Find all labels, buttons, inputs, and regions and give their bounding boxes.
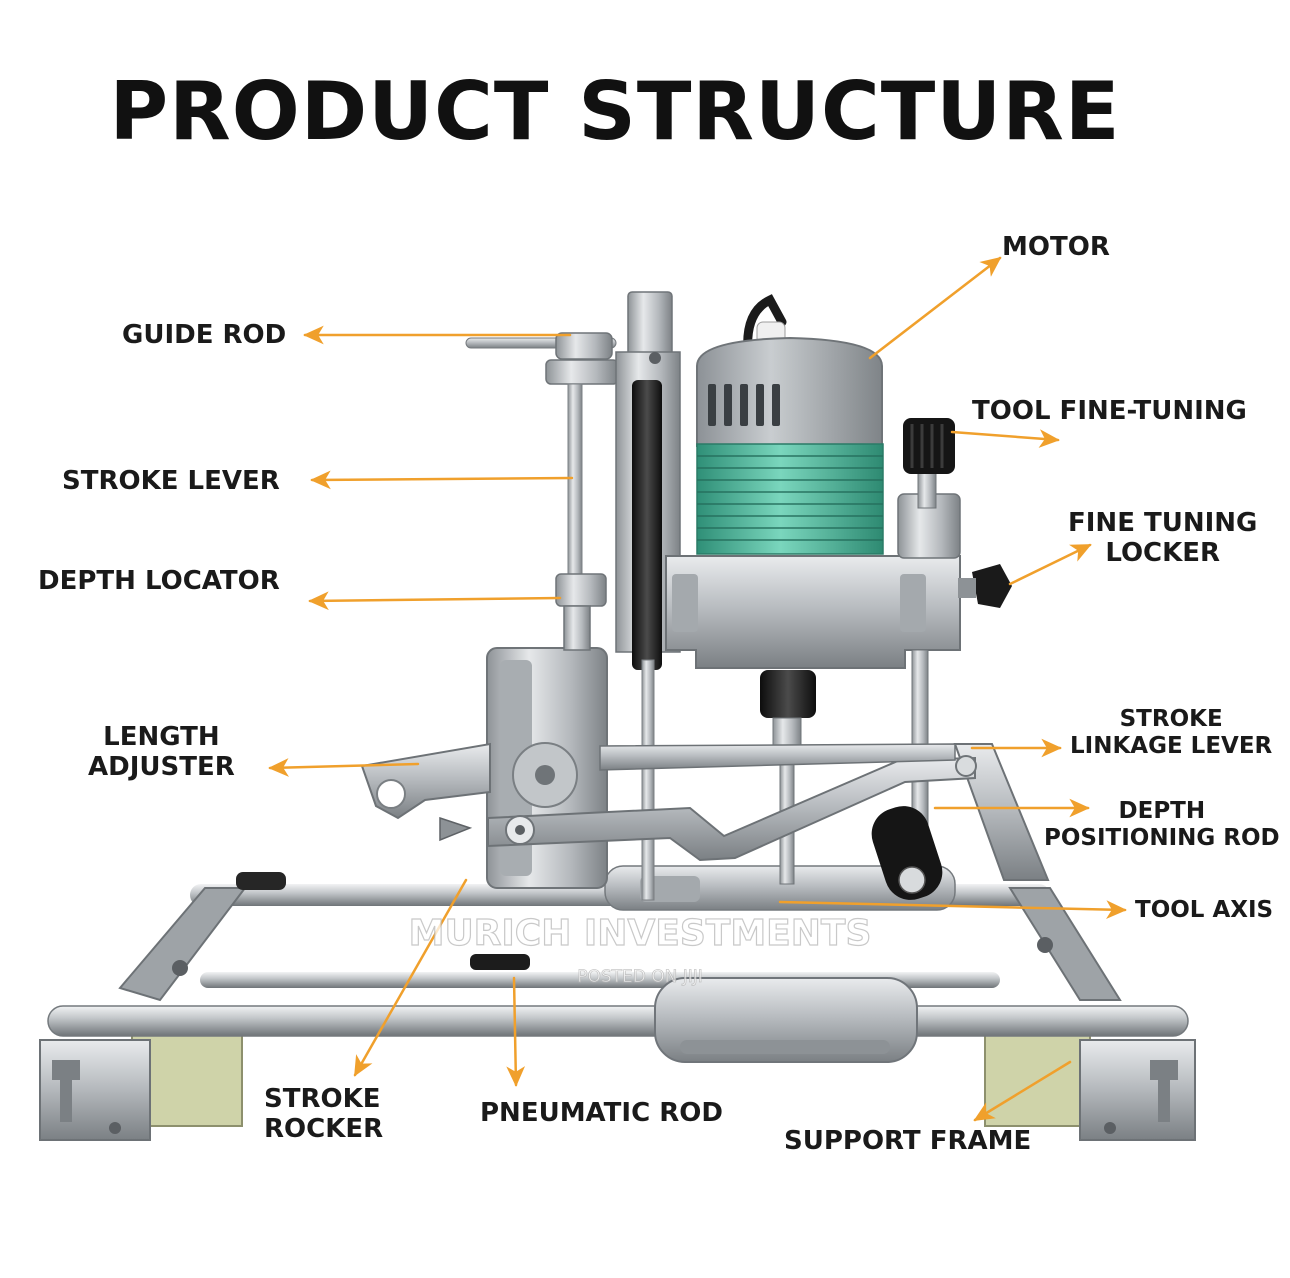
stroke-lever-column [465, 332, 619, 651]
page-title: PRODUCT STRUCTURE [109, 65, 1121, 158]
label-guide-rod: GUIDE ROD [122, 320, 287, 350]
arrowhead-icon [310, 470, 574, 490]
pneumatic-cylinder [604, 865, 956, 911]
arrowhead-icon [268, 758, 420, 777]
motor-assembly [665, 294, 961, 885]
watermark-main: MURICH INVESTMENTS [409, 913, 872, 954]
label-fine-tuning-locker: FINE TUNING LOCKER [1068, 508, 1258, 569]
leader-arrows [268, 256, 1127, 1122]
arrowhead-icon [973, 1060, 1072, 1122]
label-tool-axis: TOOL AXIS [1135, 897, 1274, 923]
arrowhead-icon [506, 976, 526, 1087]
arrowhead-icon [950, 429, 1060, 448]
arrowhead-icon [778, 900, 1127, 919]
arrowhead-icon [353, 878, 468, 1077]
label-stroke-rocker: STROKE ROCKER [264, 1084, 384, 1145]
stroke-linkage [487, 743, 1050, 900]
arrowhead-icon [308, 591, 562, 611]
label-length-adjuster: LENGTH ADJUSTER [88, 722, 235, 783]
label-pneumatic-rod: PNEUMATIC ROD [480, 1098, 723, 1128]
label-depth-positioning-rod: DEPTH POSITIONING ROD [1044, 798, 1280, 851]
arrowhead-icon [868, 256, 1002, 360]
arrowhead-icon [1008, 543, 1092, 586]
label-depth-locator: DEPTH LOCATOR [38, 566, 280, 596]
gearbox-body [360, 647, 608, 889]
label-support-frame: SUPPORT FRAME [784, 1126, 1032, 1156]
label-stroke-lever: STROKE LEVER [62, 466, 280, 496]
watermark-sub: POSTED ON JIJI [577, 967, 703, 987]
label-tool-fine-tuning: TOOL FINE-TUNING [972, 396, 1247, 426]
guide-post [615, 291, 681, 901]
label-motor: MOTOR [1002, 232, 1110, 262]
label-stroke-linkage-lever: STROKE LINKAGE LEVER [1070, 706, 1273, 759]
support-frame [39, 872, 1196, 1141]
